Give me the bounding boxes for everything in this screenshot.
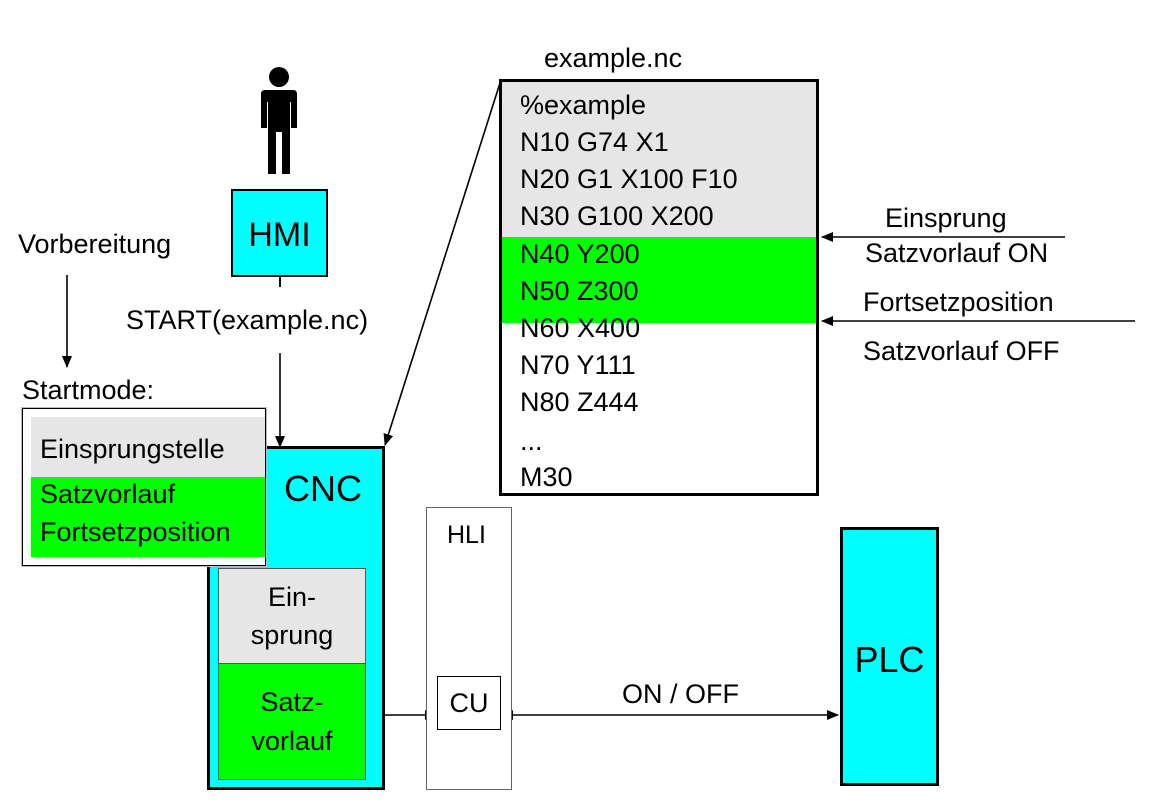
code-line: N70 Y111 bbox=[520, 350, 636, 380]
satzvorlauf-off-label: Satzvorlauf OFF bbox=[863, 336, 1060, 366]
code-line: N10 G74 X1 bbox=[520, 127, 669, 157]
plc-label: PLC bbox=[854, 639, 925, 680]
zoom-line-1 bbox=[383, 82, 501, 446]
hmi-box[interactable]: HMI bbox=[231, 189, 328, 277]
code-line: N80 Z444 bbox=[520, 387, 639, 417]
code-line: M30 bbox=[520, 462, 573, 492]
start-command-label: START(example.nc) bbox=[126, 305, 369, 335]
hli-box: HLI bbox=[426, 507, 512, 790]
startmode-entry-option[interactable]: Einsprungstelle bbox=[31, 417, 265, 477]
on-off-label: ON / OFF bbox=[622, 679, 739, 709]
code-line: ... bbox=[520, 426, 543, 456]
cnc-entry-line2: sprung bbox=[250, 620, 334, 650]
fortsetzposition-label: Fortsetzposition bbox=[863, 287, 1054, 317]
startmode-label: Startmode: bbox=[22, 375, 155, 405]
startmode-search-line1: Satzvorlauf bbox=[40, 479, 176, 509]
file-title: example.nc bbox=[544, 43, 683, 73]
cnc-search-panel: Satz- vorlauf bbox=[218, 664, 366, 780]
code-line: N50 Z300 bbox=[520, 276, 639, 306]
vorbereitung-label: Vorbereitung bbox=[18, 229, 172, 259]
startmode-entry-label: Einsprungstelle bbox=[40, 434, 225, 464]
cnc-search-line1: Satz- bbox=[260, 687, 324, 717]
hmi-label: HMI bbox=[248, 216, 311, 254]
plc-box[interactable]: PLC bbox=[840, 527, 939, 786]
cnc-entry-panel: Ein- sprung bbox=[218, 568, 366, 664]
einsprung-label: Einsprung bbox=[885, 203, 1007, 233]
cu-box[interactable]: CU bbox=[437, 676, 501, 730]
code-line: N30 G100 X200 bbox=[520, 201, 714, 231]
cnc-label: CNC bbox=[284, 468, 362, 509]
file-gray-region bbox=[502, 82, 816, 237]
code-line: N20 G1 X100 F10 bbox=[520, 164, 738, 194]
person-icon bbox=[261, 67, 297, 174]
code-line: N40 Y200 bbox=[520, 239, 640, 269]
cnc-entry-line1: Ein- bbox=[267, 582, 316, 612]
hli-label: HLI bbox=[447, 521, 486, 549]
startmode-search-line2: Fortsetzposition bbox=[40, 517, 231, 547]
satzvorlauf-on-label: Satzvorlauf ON bbox=[865, 238, 1049, 268]
code-line: %example bbox=[520, 90, 647, 120]
code-line: N60 X400 bbox=[520, 313, 641, 343]
file-box: %example N10 G74 X1 N20 G1 X100 F10 N30 … bbox=[499, 79, 819, 496]
cu-label: CU bbox=[449, 688, 489, 718]
startmode-search-option[interactable]: Satzvorlauf Fortsetzposition bbox=[31, 477, 265, 557]
file-green-region bbox=[502, 237, 816, 323]
cnc-search-line2: vorlauf bbox=[251, 726, 333, 756]
hmi-tick bbox=[279, 277, 281, 287]
cnc-box[interactable]: CNC Ein- sprung Satz- vorlauf bbox=[207, 446, 385, 790]
startmode-box[interactable]: Einsprungstelle Satzvorlauf Fortsetzposi… bbox=[22, 408, 266, 566]
